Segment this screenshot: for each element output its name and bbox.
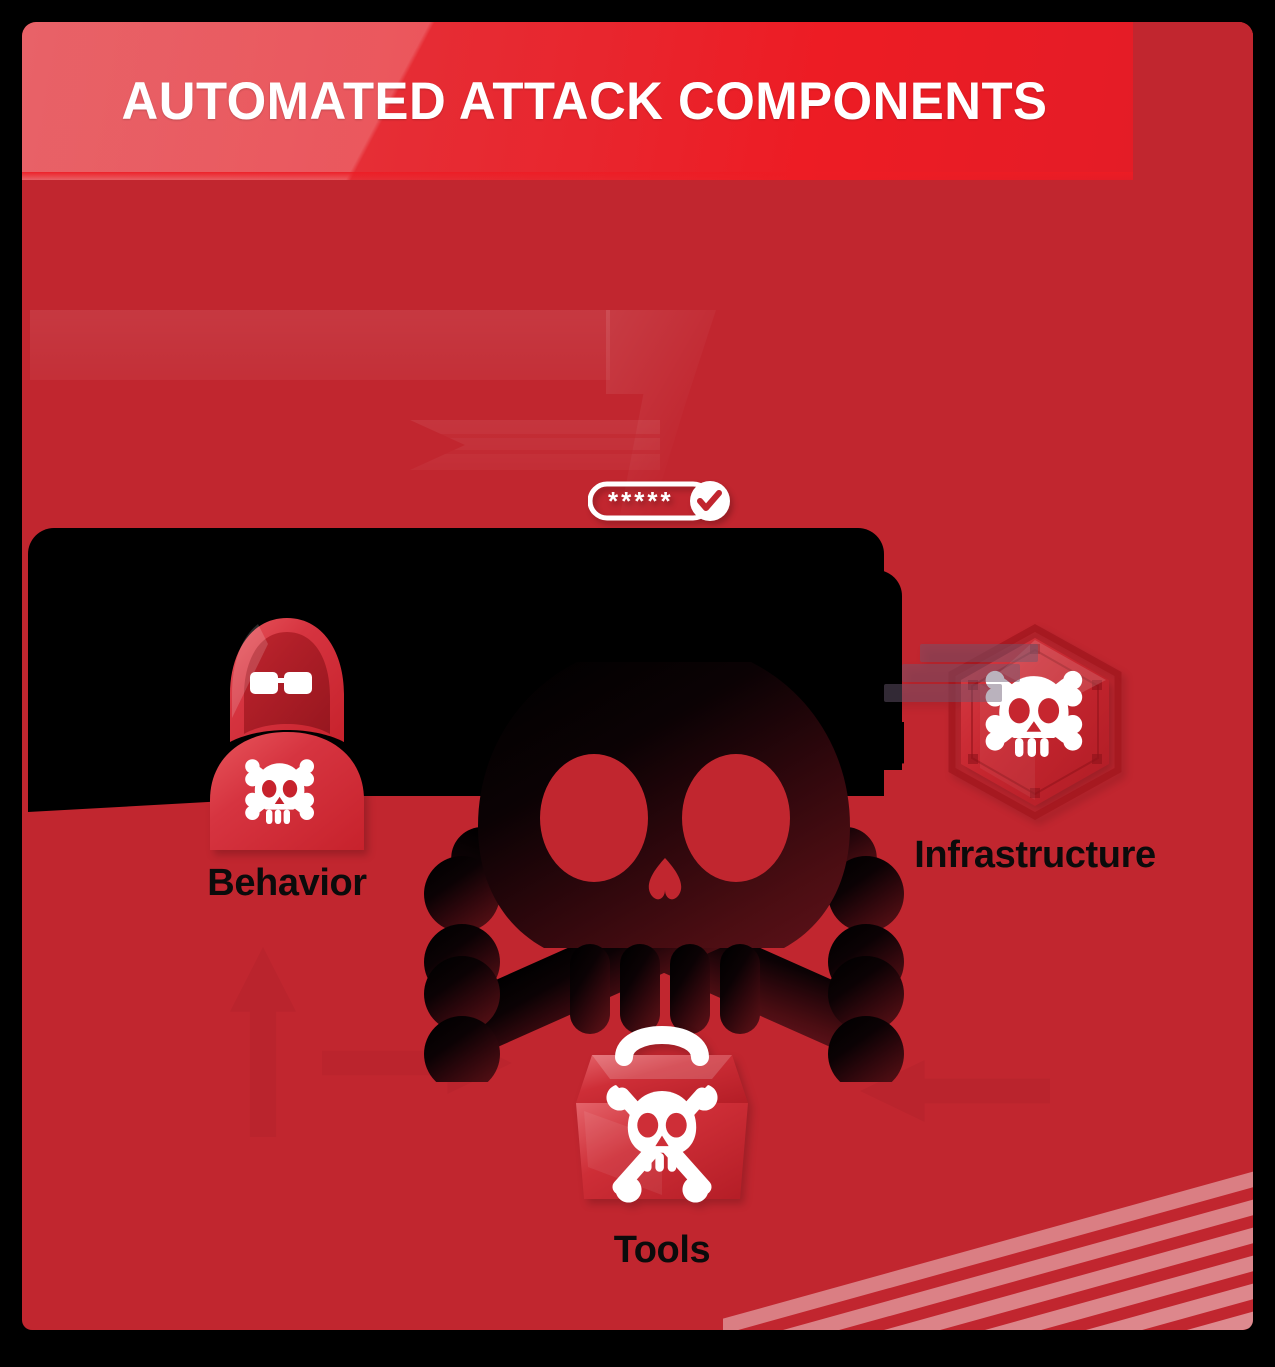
frame-right: [1253, 0, 1275, 1367]
stripe: [723, 1259, 1253, 1330]
hooded-hacker-skull-icon: [192, 610, 382, 850]
frame-top: [0, 0, 1275, 22]
node-label-tools: Tools: [613, 1229, 711, 1271]
diagonal-stripes: [723, 1114, 1253, 1330]
svg-text:*****: *****: [608, 486, 674, 516]
ribbon-banner: [30, 310, 610, 380]
header-right-fill: [1133, 22, 1253, 180]
ribbon-chevron-line: [410, 450, 660, 454]
node-behavior[interactable]: Behavior: [162, 610, 412, 905]
ribbon-chevron-line: [410, 434, 660, 438]
hexagon-skull-icon: [884, 622, 1130, 822]
node-label-infrastructure: Infrastructure: [914, 834, 1156, 876]
header-banner: [22, 22, 1253, 180]
central-skull-crossbones-icon: [404, 642, 924, 1092]
arrow-up-left-icon: [230, 947, 296, 1137]
ribbon-chevron: [410, 420, 660, 470]
server-stack-icon: [868, 642, 1048, 722]
node-label-behavior: Behavior: [207, 862, 367, 904]
frame-bottom: [0, 1330, 1275, 1367]
frame-left: [0, 0, 22, 1367]
infographic-canvas: AUTOMATED ATTACK COMPONENTS *****: [22, 22, 1253, 1330]
page-title: AUTOMATED ATTACK COMPONENTS: [121, 71, 1048, 131]
node-tools[interactable]: Tools: [532, 1017, 792, 1272]
toolbox-skull-wrench-icon: [562, 1017, 762, 1217]
node-infrastructure[interactable]: Infrastructure: [870, 622, 1200, 877]
password-field-icon: *****: [587, 480, 740, 522]
